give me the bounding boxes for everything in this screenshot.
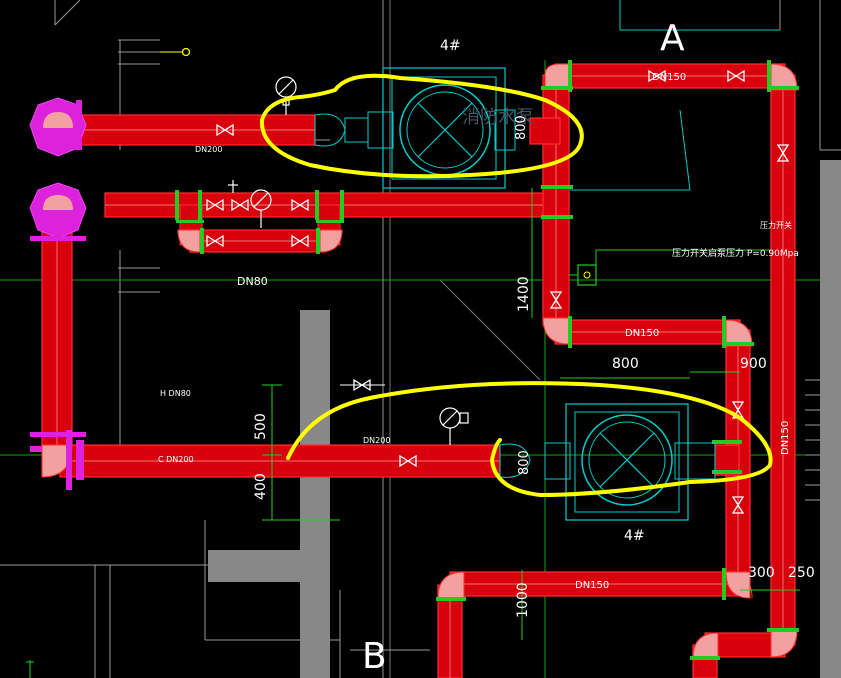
elbows bbox=[41, 63, 798, 659]
grid-b-label: B bbox=[362, 636, 387, 677]
annotation-markups bbox=[259, 73, 773, 498]
pressure-gauge-icon bbox=[228, 180, 272, 228]
pump-upper: 4# 消防水泵 800 bbox=[314, 38, 534, 189]
watermark: 消防水泵 bbox=[462, 107, 534, 128]
text-labels: DN200 DN80 H DN80 C DN200 DN200 DN150 DN… bbox=[158, 72, 815, 618]
dim-900: 900 bbox=[740, 356, 767, 372]
label-h-dn80: H DN80 bbox=[160, 389, 191, 398]
dim-300: 300 bbox=[748, 565, 775, 581]
label-dn80: DN80 bbox=[237, 275, 268, 288]
dim-400: 400 bbox=[253, 473, 269, 500]
dim-800-top: 800 bbox=[612, 356, 639, 372]
pump-upper-tag: 4# bbox=[440, 38, 461, 54]
label-dn150-lower: DN150 bbox=[575, 580, 609, 591]
label-dn200-lower: DN200 bbox=[363, 436, 390, 445]
dimension-lines bbox=[262, 188, 800, 640]
label-dn150-vertical: DN150 bbox=[780, 421, 791, 455]
piping bbox=[41, 63, 796, 678]
label-dn150-mid: DN150 bbox=[625, 328, 659, 339]
dim-800-upper: 800 bbox=[514, 115, 529, 140]
grid-a-label: A bbox=[660, 18, 685, 59]
pump-icon bbox=[399, 84, 491, 176]
walls bbox=[208, 160, 841, 678]
valves bbox=[206, 70, 789, 514]
dim-500: 500 bbox=[253, 413, 269, 440]
pressure-gauge-icon bbox=[439, 407, 469, 445]
label-pressure-note: 压力开关启泵压力 P=0.90Mpa bbox=[672, 247, 799, 259]
label-dn200-upper: DN200 bbox=[195, 145, 222, 154]
dim-800-lower: 800 bbox=[517, 450, 532, 475]
label-pressure-switch: 压力开关 bbox=[760, 220, 792, 230]
pump-lower: 4# 800 bbox=[499, 403, 716, 544]
pump-icon bbox=[581, 414, 673, 506]
dim-1400: 1400 bbox=[516, 276, 532, 312]
ucs-axis-icon bbox=[26, 660, 34, 678]
magenta-connections bbox=[29, 97, 87, 490]
dim-250: 250 bbox=[788, 565, 815, 581]
level-indicator-icon bbox=[160, 47, 191, 57]
dim-1000: 1000 bbox=[515, 582, 531, 618]
flanges bbox=[175, 60, 799, 660]
pump-lower-tag: 4# bbox=[624, 528, 645, 544]
label-c-dn200: C DN200 bbox=[158, 455, 194, 464]
label-dn150-top: DN150 bbox=[652, 72, 686, 83]
grid-axis-icon: A B bbox=[362, 0, 685, 678]
pressure-switch-icon bbox=[569, 249, 770, 286]
